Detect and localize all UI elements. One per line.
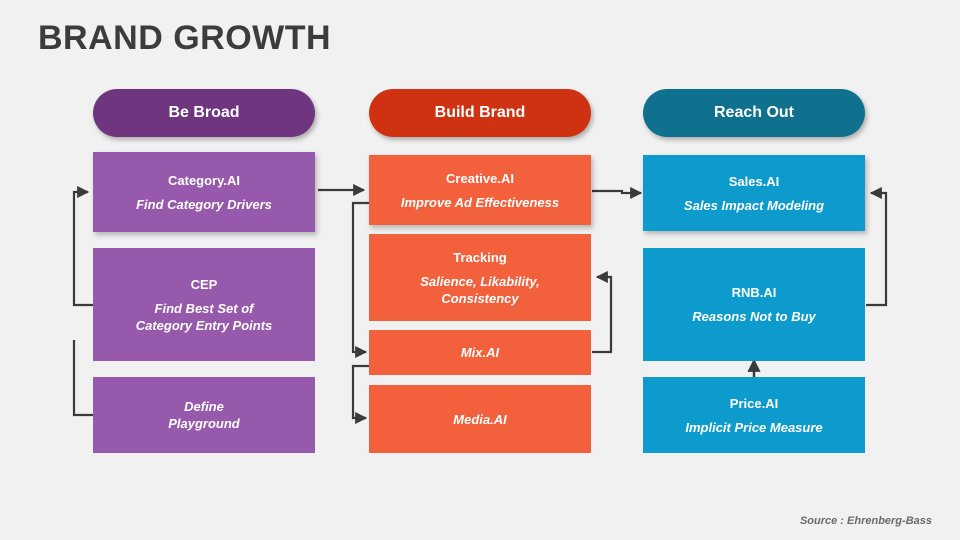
box-creative-ai[interactable]: Creative.AI Improve Ad Effectiveness [369,155,591,225]
box-subtitle: Implicit Price Measure [685,419,823,435]
box-sales-ai[interactable]: Sales.AI Sales Impact Modeling [643,155,865,231]
box-category-ai[interactable]: Category.AI Find Category Drivers [93,152,315,232]
box-title: Creative.AI [446,170,514,186]
box-subtitle: Define Playground [168,399,240,431]
connector-creative-to-mix [351,201,369,359]
column-header-label: Build Brand [434,104,526,121]
box-price-ai[interactable]: Price.AI Implicit Price Measure [643,377,865,453]
box-title: Price.AI [729,395,779,411]
box-mix-ai[interactable]: Mix.AI [369,330,591,375]
column-header-build-brand[interactable]: Build Brand [369,89,591,137]
box-rnb-ai[interactable]: RNB.AI Reasons Not to Buy [643,248,865,361]
connector-mix-to-media [351,364,369,425]
box-title: Category.AI [168,172,240,188]
column-header-reach-out[interactable]: Reach Out [643,89,865,137]
box-title: CEP [190,276,218,292]
box-subtitle: Improve Ad Effectiveness [400,194,560,210]
box-define-playground[interactable]: Define Playground [93,377,315,453]
box-subtitle: Find Category Drivers [136,196,272,212]
box-cep[interactable]: CEP Find Best Set of Category Entry Poin… [93,248,315,361]
box-subtitle: Sales Impact Modeling [683,197,825,213]
connector-creative-to-sales [592,186,643,200]
column-header-label: Be Broad [168,104,240,121]
box-subtitle: Media.AI [453,411,507,427]
box-media-ai[interactable]: Media.AI [369,385,591,453]
box-subtitle: Salience, Likability, Consistency [420,273,540,306]
box-subtitle: Mix.AI [460,345,500,360]
box-subtitle: Find Best Set of Category Entry Points [135,300,273,333]
connector-rnb-to-sales [866,186,888,307]
connector-cep-playground-to-category [72,185,93,417]
box-title: RNB.AI [731,285,777,300]
box-title: Sales.AI [728,173,780,189]
box-title: Tracking [453,249,507,265]
box-tracking[interactable]: Tracking Salience, Likability, Consisten… [369,234,591,321]
connector-mix-to-tracking [592,270,613,354]
column-header-label: Reach Out [713,104,794,121]
box-subtitle: Reasons Not to Buy [692,309,816,324]
page-title: BRAND GROWTH [38,19,332,57]
column-header-be-broad[interactable]: Be Broad [93,89,315,137]
source-note: Source : Ehrenberg-Bass [799,515,932,527]
